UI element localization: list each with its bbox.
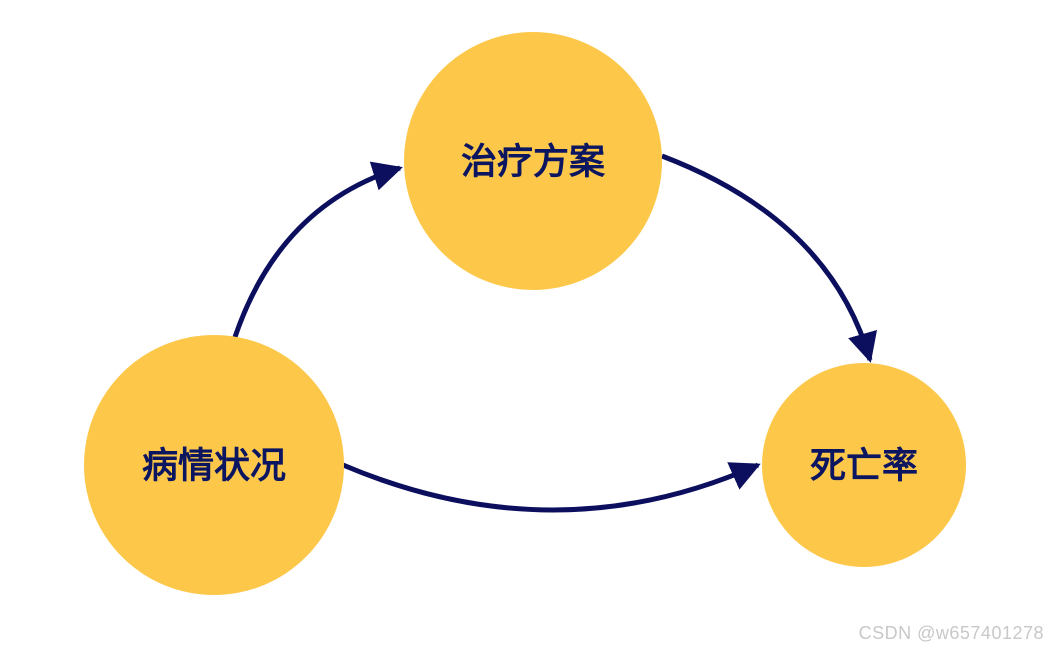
node-condition-circle [84, 335, 344, 595]
edge-condition-to-mortality [342, 462, 761, 513]
node-treatment: 治疗方案 [404, 32, 662, 290]
node-condition: 病情状况 [84, 335, 344, 595]
node-mortality: 死亡率 [762, 363, 966, 567]
node-condition-label: 病情状况 [142, 446, 286, 487]
node-mortality-circle [762, 363, 966, 567]
node-treatment-label: 治疗方案 [461, 142, 606, 183]
node-treatment-circle [404, 32, 662, 290]
watermark-text: CSDN @w657401278 [858, 623, 1044, 643]
edge-treatment-to-mortality [661, 153, 877, 363]
node-mortality-label: 死亡率 [810, 446, 918, 487]
edge-condition-to-treatment [232, 161, 403, 338]
